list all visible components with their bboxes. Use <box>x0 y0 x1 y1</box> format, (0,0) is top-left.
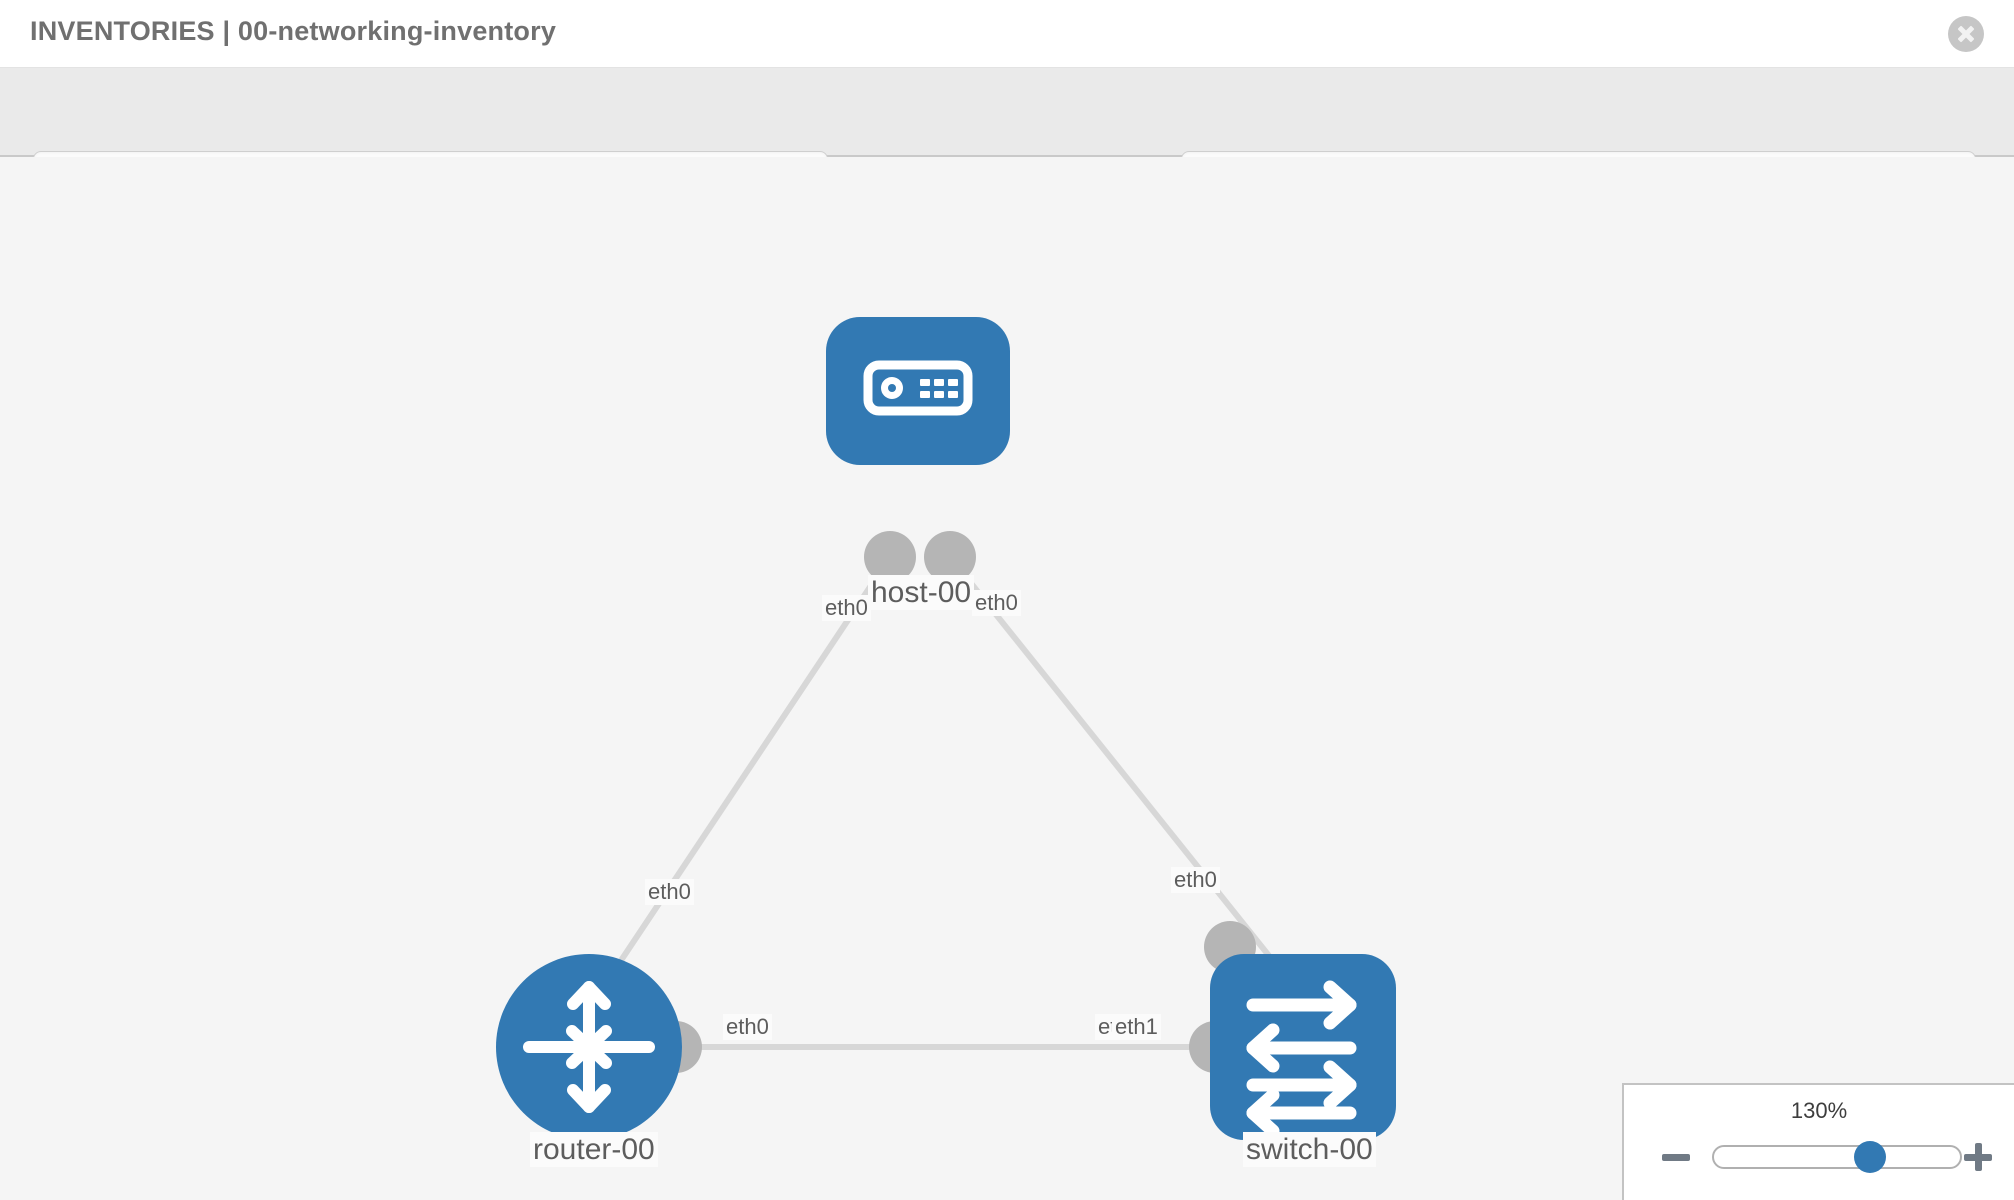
interface-label: eth0 <box>822 595 871 622</box>
topology-connectors <box>650 531 1256 1073</box>
interface-label: eth0 <box>1171 867 1220 894</box>
plus-icon[interactable] <box>1964 1143 1992 1171</box>
node-host-00[interactable] <box>826 317 1010 465</box>
interface-label: eth0 <box>723 1014 772 1041</box>
interface-label: eth0 <box>645 879 694 906</box>
link-host00-switch00[interactable] <box>947 555 1273 959</box>
zoom-slider-handle[interactable] <box>1854 1141 1887 1173</box>
interface-label: eth0 <box>972 590 1021 617</box>
topology-graph <box>496 317 1396 1140</box>
router-arrows-icon <box>523 981 655 1113</box>
minus-icon[interactable] <box>1662 1143 1690 1171</box>
toolbar: ACTIONS SEARCH <box>0 68 2014 207</box>
node-label-switch-00: switch-00 <box>1243 1132 1376 1167</box>
page-header: INVENTORIES | 00-networking-inventory <box>0 0 2014 68</box>
topology-canvas[interactable]: eth0 eth0 eth0 eth0 eth0 eth eth1 host-0… <box>0 157 2014 1200</box>
connector-host00-right <box>924 531 976 583</box>
topology-links <box>617 555 1273 1050</box>
server-icon <box>863 360 973 416</box>
connector-host00-left <box>864 531 916 583</box>
switch-arrows-icon <box>1246 980 1357 1138</box>
zoom-control-panel: 130% <box>1622 1083 2014 1200</box>
node-switch-00[interactable] <box>1210 954 1396 1140</box>
page-title: INVENTORIES | 00-networking-inventory <box>30 16 557 46</box>
node-label-router-00: router-00 <box>530 1132 658 1167</box>
node-label-host-00: host-00 <box>868 575 975 610</box>
node-router-00[interactable] <box>496 954 682 1140</box>
interface-label: eth1 <box>1112 1014 1161 1041</box>
zoom-percent-label: 130% <box>1790 1098 1848 1123</box>
zoom-slider[interactable] <box>1712 1141 1962 1173</box>
close-icon[interactable] <box>1948 16 1984 52</box>
